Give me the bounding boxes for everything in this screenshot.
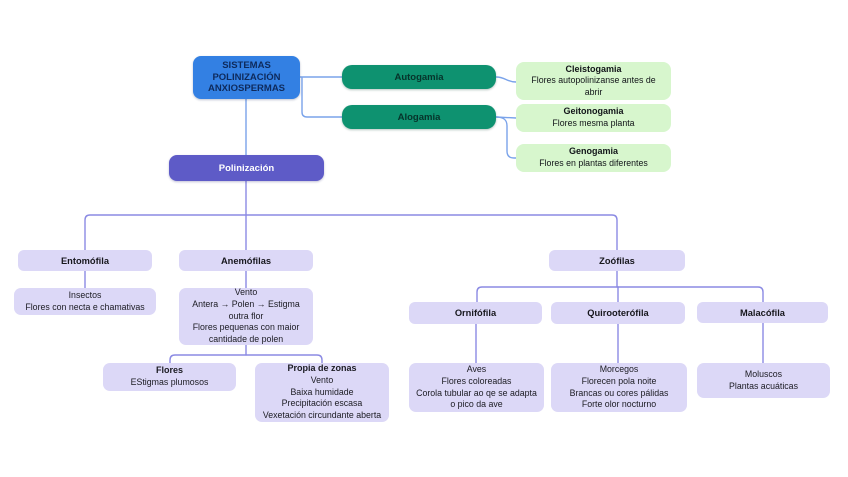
node-body: EStigmas plumosos xyxy=(130,377,209,388)
node-anemofilas: Anemófilas xyxy=(179,250,313,271)
node-body: Vento Baixa humidade Precipitación escas… xyxy=(262,375,382,420)
edge-autogamia-cleistogamia xyxy=(495,76,517,83)
node-propia-de-zonas: Propia de zonas Vento Baixa humidade Pre… xyxy=(255,363,389,422)
node-quirooterofila: Quirooterófila xyxy=(551,302,685,324)
node-geitonogamia: Geitonogamia Flores mesma planta xyxy=(516,104,671,132)
node-entomofila-detail: Insectos Flores con necta e chamativas xyxy=(14,288,156,315)
node-root: SISTEMAS POLINIZACIÓN ANXIOSPERMAS xyxy=(193,56,300,99)
node-title: Propia de zonas xyxy=(287,363,357,374)
node-flores: Flores EStigmas plumosos xyxy=(103,363,236,391)
edge-level2-span xyxy=(84,214,618,251)
node-polinizacion: Polinización xyxy=(169,155,324,181)
node-cleistogamia: Cleistogamia Flores autopolinizanse ante… xyxy=(516,62,671,100)
node-body: Flores en plantas diferentes xyxy=(539,158,648,169)
node-malacofila-detail: Moluscos Plantas acuáticas xyxy=(697,363,830,398)
edge-root-alogamia xyxy=(301,77,343,118)
node-title: Flores xyxy=(155,365,183,376)
node-anemofilas-detail: Vento Antera → Polen → Estigma outra flo… xyxy=(179,287,313,345)
node-entomofila: Entomófila xyxy=(18,250,152,271)
edge-zoofilas-children-span xyxy=(476,286,764,303)
node-quirooterofila-detail: Morcegos Florecen pola noite Brancas ou … xyxy=(551,363,687,412)
node-malacofila: Malacófila xyxy=(697,302,828,323)
node-zoofilas: Zoófilas xyxy=(549,250,685,271)
node-ornifofila-detail: Aves Flores coloreadas Corola tubular ao… xyxy=(409,363,544,412)
node-alogamia: Alogamia xyxy=(342,105,496,129)
node-title: Geitonogamia xyxy=(563,106,624,117)
edge-alogamia-genogamia xyxy=(495,116,517,159)
node-title: Genogamia xyxy=(568,146,618,157)
node-autogamia: Autogamia xyxy=(342,65,496,89)
node-body: Flores autopolinizanse antes de abrir xyxy=(531,75,656,97)
node-body: Flores mesma planta xyxy=(552,118,635,129)
edge-vento-children-span xyxy=(169,354,323,364)
node-genogamia: Genogamia Flores en plantas diferentes xyxy=(516,144,671,172)
node-title: Cleistogamia xyxy=(565,63,622,74)
node-ornifofila: Ornifófila xyxy=(409,302,542,324)
